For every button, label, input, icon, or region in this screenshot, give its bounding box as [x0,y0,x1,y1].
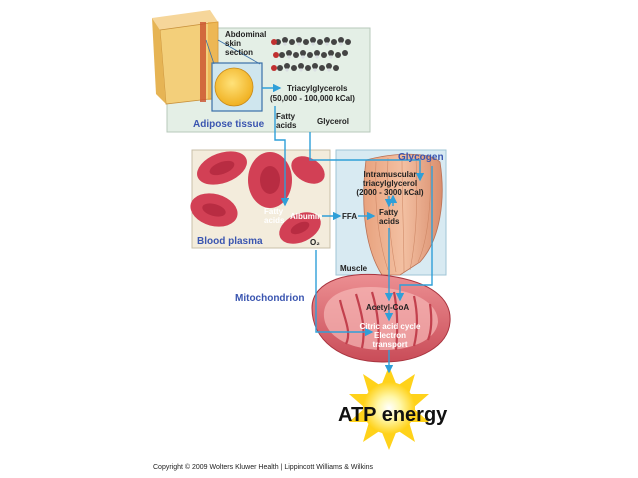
label-muscle: Muscle [340,264,368,273]
label-intramuscular-2: triacylglycerol [362,179,418,188]
label-adipose-tissue: Adipose tissue [193,119,265,130]
label-transport: transport [372,340,408,349]
arrow-glycogen-to-acetyl-coa [395,166,433,302]
label-fatty-acids-adipose-1: Fatty [276,112,296,121]
label-fatty-acids-muscle-1: Fatty [379,208,399,217]
label-triacylglycerols: Triacylglycerols [287,84,348,93]
arrow-fatty-acids-to-plasma [274,106,290,207]
label-intramuscular-3: (2000 - 3000 kCal) [356,188,424,197]
label-mitochondrion: Mitochondrion [235,293,305,304]
label-fatty-acids-muscle-2: acids [379,217,400,226]
label-glycogen: Glycogen [398,152,444,163]
red-blood-cells [190,151,325,244]
label-abdominal-skin-1: Abdominal [225,30,267,39]
label-citric-acid-cycle: Citric acid cycle [359,322,421,331]
label-fatty-acids-plasma-2: acids [264,216,285,225]
label-fatty-acids-plasma-1: Fatty [264,207,284,216]
label-ffa: FFA [342,212,358,221]
label-blood-plasma: Blood plasma [197,236,263,247]
label-albumin: Albumin [290,212,322,221]
label-acetyl-coa: Acetyl-CoA [366,303,410,312]
label-o2: O₂ [310,238,320,247]
atp-sun [349,366,429,450]
skin-section-illustration [152,10,219,105]
triacylglycerol-molecule [271,37,351,72]
label-glycerol: Glycerol [317,117,350,126]
arrow-o2-to-mitochondrion [315,250,374,337]
label-electron: Electron [373,331,406,340]
label-intramuscular-1: Intramuscular [363,170,417,179]
mitochondrion-illustration [311,273,451,363]
label-abdominal-skin-3: section [225,48,254,57]
label-atp-energy: ATP energy [338,404,448,426]
arrow-adipose-to-glycogen [309,132,425,182]
label-fatty-acids-adipose-2: acids [276,121,297,130]
fat-droplet [214,67,254,107]
label-triacylglycerols-kcal: (50,000 - 100,000 kCal) [270,94,355,103]
copyright-text: Copyright © 2009 Wolters Kluwer Health |… [153,464,374,471]
label-abdominal-skin-2: skin [225,39,242,48]
